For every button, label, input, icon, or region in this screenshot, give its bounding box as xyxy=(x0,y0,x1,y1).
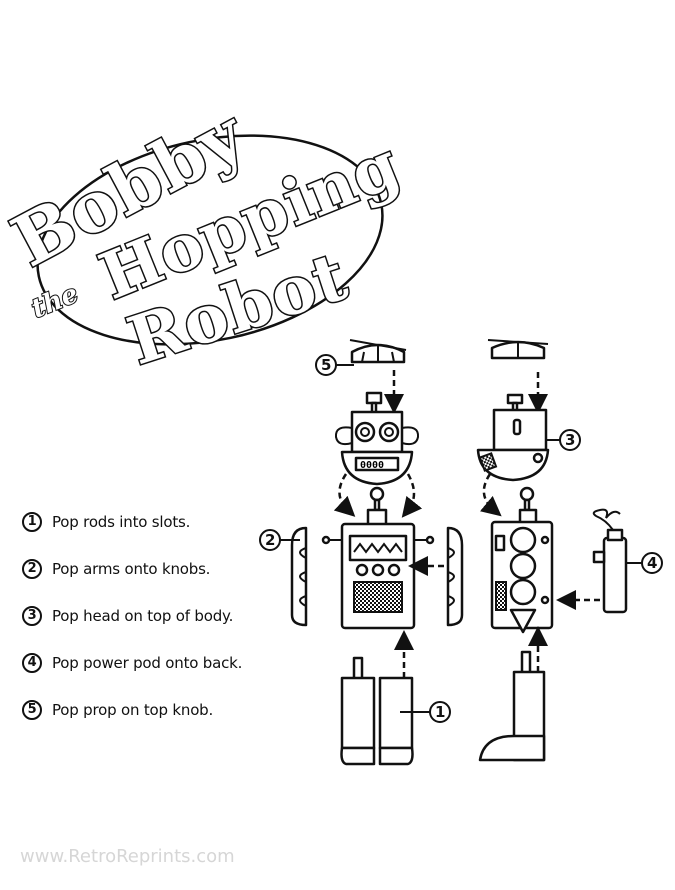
body-part-side xyxy=(490,486,554,634)
instruction-step-1: 1 Pop rods into slots. xyxy=(22,510,322,533)
step-text: Pop head on top of body. xyxy=(52,606,234,625)
callout-1: 1 xyxy=(429,701,451,723)
step-number-badge: 4 xyxy=(22,652,42,673)
svg-text:4: 4 xyxy=(647,554,657,572)
step-text: Pop power pod onto back. xyxy=(52,653,243,672)
propeller-part-front xyxy=(349,339,407,364)
robot-front-view: 0000 xyxy=(290,339,464,766)
step-number-badge: 1 xyxy=(22,511,42,532)
instruction-list: 1 Pop rods into slots. 2 Pop arms onto k… xyxy=(22,510,322,745)
step-number-badge: 2 xyxy=(22,558,42,579)
instruction-step-5: 5 Pop prop on top knob. xyxy=(22,698,322,721)
title-oval xyxy=(36,134,384,346)
legs-part-front xyxy=(340,630,430,766)
callout-4: 4 xyxy=(626,552,663,574)
robot-side-view xyxy=(476,339,628,762)
step-text: Pop arms onto knobs. xyxy=(52,559,211,578)
propeller-part-side xyxy=(487,339,549,360)
step-number-badge: 5 xyxy=(22,699,42,720)
title-word-the: the xyxy=(27,279,82,325)
instruction-step-3: 3 Pop head on top of body. xyxy=(22,604,322,627)
svg-text:5: 5 xyxy=(321,356,331,374)
power-pod-part xyxy=(592,508,628,614)
svg-text:3: 3 xyxy=(565,431,575,449)
head-part-side xyxy=(476,393,550,482)
instruction-step-4: 4 Pop power pod onto back. xyxy=(22,651,322,674)
head-part-front: 0000 xyxy=(334,391,420,486)
svg-text:1: 1 xyxy=(435,703,445,721)
callout-3: 3 xyxy=(546,429,581,451)
head-display-digits: 0000 xyxy=(360,460,384,471)
instruction-step-2: 2 Pop arms onto knobs. xyxy=(22,557,322,580)
title-logo: Bobby the Hopping Robot xyxy=(0,91,412,382)
watermark-url: www.RetroReprints.com xyxy=(20,846,235,867)
step-text: Pop prop on top knob. xyxy=(52,700,214,719)
step-number-badge: 3 xyxy=(22,605,42,626)
callout-5: 5 xyxy=(315,354,354,376)
step-text: Pop rods into slots. xyxy=(52,512,191,531)
callout-2: 2 xyxy=(259,529,300,551)
svg-text:2: 2 xyxy=(265,531,275,549)
body-part-front xyxy=(321,486,435,630)
right-arm-part xyxy=(446,526,464,627)
left-arm-part xyxy=(290,526,308,627)
legs-part-side xyxy=(478,626,548,762)
